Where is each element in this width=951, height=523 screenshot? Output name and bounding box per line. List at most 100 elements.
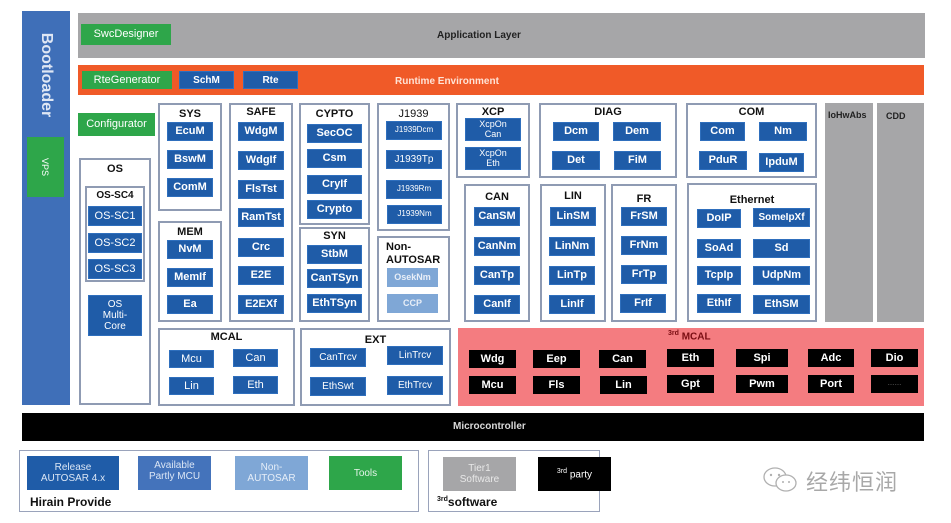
eth-someipxf: SomeIpXf — [753, 208, 810, 227]
diag-fim: FiM — [614, 151, 661, 170]
microcontroller-label: Microcontroller — [453, 421, 526, 432]
os-sc3: OS-SC3 — [88, 259, 142, 279]
j1939-tp: J1939Tp — [386, 150, 442, 169]
fr-frtp: FrTp — [621, 265, 667, 284]
com-ipdum: IpduM — [759, 153, 804, 172]
watermark-text: 经纬恒润 — [806, 471, 899, 496]
mem-memif: MemIf — [167, 268, 213, 287]
crypto-secoc: SecOC — [307, 124, 362, 143]
ext-ethswt: EthSwt — [310, 377, 366, 396]
third-mcal-adc: Adc — [808, 349, 854, 367]
sys-ecum: EcuM — [167, 122, 213, 141]
mcal-mcu: Mcu — [169, 350, 214, 368]
fr-title: FR — [636, 193, 652, 205]
ext-ethtrcv: EthTrcv — [387, 376, 443, 395]
third-mcal-gpt: Gpt — [667, 375, 714, 393]
com-com: Com — [700, 122, 745, 141]
third-mcal-title-text: MCAL — [681, 331, 711, 343]
ext-lintrcv: LinTrcv — [387, 346, 443, 365]
eth-doip: DoIP — [697, 209, 741, 228]
legend-third-title-sup: 3rd — [437, 496, 448, 503]
vps-block — [27, 137, 64, 197]
legend-hirain-title: Hirain Provide — [30, 495, 112, 509]
xcp-title: XCP — [481, 106, 505, 118]
mem-ea: Ea — [167, 295, 213, 314]
com-title: COM — [738, 106, 765, 118]
fr-frsm: FrSM — [621, 207, 667, 226]
safe-e2exf: E2EXf — [238, 295, 284, 314]
non-autosar-ccp: CCP — [387, 294, 438, 313]
third-mcal-title: 3rd MCAL — [668, 330, 711, 342]
third-mcal-more: …… — [871, 375, 918, 393]
mcal-eth: Eth — [233, 376, 278, 394]
syn-ethtsyn: EthTSyn — [307, 294, 362, 313]
safe-ramtst: RamTst — [238, 208, 284, 227]
eth-tcpip: TcpIp — [697, 266, 741, 285]
legend-non-autosar: Non-AUTOSAR — [235, 456, 308, 490]
legend-third-title-text: software — [447, 495, 498, 509]
os-sc2: OS-SC2 — [88, 233, 142, 253]
can-cannm: CanNm — [474, 237, 520, 256]
j1939-nm: J1939Nm — [387, 205, 442, 224]
application-layer — [78, 13, 925, 58]
cdd-column — [877, 103, 924, 322]
diag-title: DIAG — [594, 106, 622, 118]
legend-available-mcu: Available Partly MCU — [138, 456, 211, 490]
j1939-dcm: J1939Dcm — [386, 121, 442, 140]
application-layer-label: Application Layer — [437, 30, 521, 41]
lin-linnm: LinNm — [549, 237, 595, 256]
mem-title: MEM — [177, 226, 203, 238]
xcp-on-eth: XcpOn Eth — [465, 147, 521, 170]
vps-label: VPS — [40, 157, 50, 177]
diag-det: Det — [552, 151, 600, 170]
swcdesigner-tool: SwcDesigner — [81, 24, 171, 45]
com-pdur: PduR — [699, 151, 747, 170]
non-autosar-oseknm: OsekNm — [387, 268, 438, 287]
mem-nvm: NvM — [167, 240, 213, 259]
can-canif: CanIf — [474, 295, 520, 314]
lin-title: LIN — [564, 190, 582, 202]
third-mcal-can: Can — [599, 350, 646, 368]
configurator-tool: Configurator — [78, 113, 155, 136]
third-mcal-title-sup: 3rd — [668, 330, 679, 337]
syn-title: SYN — [323, 230, 346, 242]
legend-tier1-software: Tier1 Software — [443, 457, 516, 491]
safe-flstst: FlsTst — [238, 180, 284, 199]
os-title: OS — [107, 163, 123, 175]
safe-wdgif: WdgIf — [238, 151, 284, 170]
com-nm: Nm — [759, 122, 807, 141]
ethernet-title: Ethernet — [729, 194, 775, 206]
legend-third-party-sup: 3rd — [556, 467, 568, 475]
safe-wdgm: WdgM — [238, 122, 284, 141]
legend-tools: Tools — [329, 456, 402, 490]
legend-third-title: 3rdsoftware — [437, 495, 497, 509]
bootloader-column — [22, 11, 70, 405]
bootloader-label: Bootloader — [38, 32, 55, 118]
lin-linsm: LinSM — [550, 207, 596, 226]
third-mcal-dio: Dio — [871, 349, 918, 367]
iohwabs-column — [825, 103, 873, 322]
third-mcal-eep: Eep — [533, 350, 580, 368]
ext-title: EXT — [364, 334, 387, 346]
third-mcal-mcu: Mcu — [469, 376, 516, 394]
safe-crc: Crc — [238, 238, 284, 257]
legend-release-autosar: Release AUTOSAR 4.x — [27, 456, 119, 490]
eth-ethif: EthIf — [697, 294, 741, 313]
third-mcal-lin: Lin — [600, 376, 647, 394]
rtegenerator-tool: RteGenerator — [82, 71, 172, 89]
lin-linif: LinIf — [549, 295, 595, 314]
j1939-rm: J1939Rm — [386, 180, 442, 199]
fr-frif: FrIf — [620, 294, 666, 313]
third-mcal-wdg: Wdg — [469, 350, 516, 368]
crypto-cryif: CryIf — [307, 175, 362, 194]
fr-frnm: FrNm — [621, 236, 667, 255]
legend-third-party: 3rd party — [538, 457, 611, 491]
safe-title: SAFE — [246, 106, 276, 118]
legend-third-party-text: party — [569, 469, 593, 481]
syn-stbm: StbM — [307, 245, 362, 264]
rte-module-schm: SchM — [179, 71, 234, 89]
non-autosar-title: Non-AUTOSAR — [386, 241, 441, 266]
eth-udpnm: UdpNm — [753, 266, 810, 285]
runtime-environment-label: Runtime Environment — [395, 76, 499, 87]
crypto-title: CYPTO — [315, 108, 354, 120]
